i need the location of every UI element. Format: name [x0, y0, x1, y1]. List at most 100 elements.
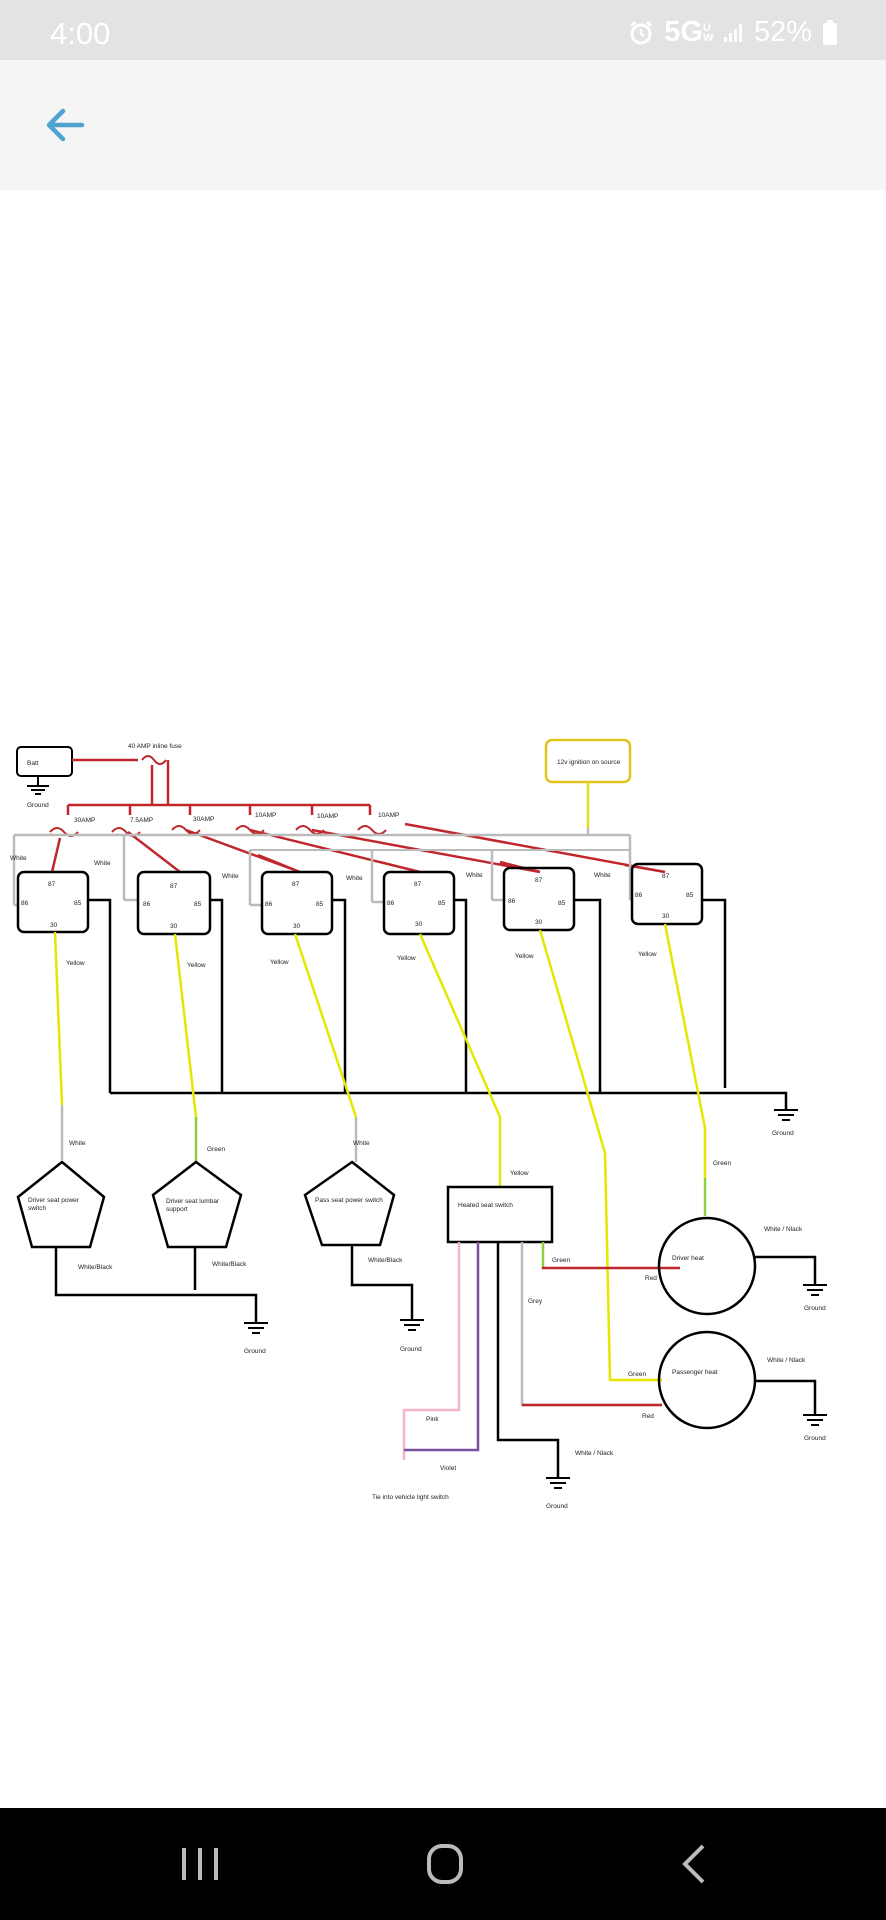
red-label-passenger: Red: [642, 1413, 654, 1420]
svg-text:86: 86: [635, 892, 643, 899]
yellow-label-2: Yellow: [187, 962, 206, 969]
ground-label-switches: Ground: [244, 1348, 266, 1355]
fuse-label-4: 10AMP: [255, 812, 276, 819]
battery-icon: [823, 19, 837, 45]
yellow-label-3: Yellow: [270, 959, 289, 966]
heated-seat-switch: [446, 1185, 554, 1244]
svg-text:87: 87: [414, 881, 422, 888]
white-label-2: White: [94, 860, 111, 867]
green-label-switch: Green: [552, 1257, 570, 1264]
driver-heat: [657, 1216, 757, 1316]
ground-label-pass-switch: Ground: [400, 1346, 422, 1353]
passenger-heat: [657, 1330, 757, 1430]
relay-ground-bus: [110, 1091, 788, 1110]
ground-label-driver-heat: Ground: [804, 1305, 826, 1312]
inline-fuse-label: 40 AMP inline fuse: [128, 743, 182, 750]
wb-label-1: White/Black: [78, 1264, 113, 1271]
back-button[interactable]: [40, 100, 90, 150]
battery-percent: 52%: [753, 16, 812, 48]
network-type: 5GUW: [664, 16, 714, 48]
inline-fuse-symbol: [141, 755, 167, 765]
svg-text:30: 30: [170, 923, 178, 930]
svg-text:Pass seat power switch: Pass seat power switch: [315, 1197, 383, 1204]
svg-text:30: 30: [415, 921, 423, 928]
wn-label-switch: White / Nlack: [575, 1450, 614, 1457]
svg-text:86: 86: [508, 898, 516, 905]
white-label-ps: White: [353, 1140, 370, 1147]
image-viewer: Batt Ground 40 AMP inline fuse 30AMP 7.5…: [0, 190, 886, 1808]
wiring-diagram: Batt Ground 40 AMP inline fuse 30AMP 7.5…: [10, 738, 827, 1510]
yellow-label-switch: Yellow: [510, 1170, 529, 1177]
navigation-bar: [0, 1808, 886, 1920]
wb-label-3: White/Black: [368, 1257, 403, 1264]
fuse-label-3: 30AMP: [193, 816, 214, 823]
status-icons: 5GUW 52%: [628, 16, 838, 49]
yellow-label-4: Yellow: [397, 955, 416, 962]
svg-text:87: 87: [535, 877, 543, 884]
white-label-1: White: [10, 855, 27, 862]
passenger-heat-label: Passenger heat: [672, 1369, 718, 1376]
svg-text:support: support: [166, 1206, 188, 1213]
red-label-driver: Red: [645, 1275, 657, 1282]
white-label-ds: White: [69, 1140, 86, 1147]
svg-text:86: 86: [387, 900, 395, 907]
wb-label-2: White/Black: [212, 1261, 247, 1268]
svg-text:Driver seat lumbar: Driver seat lumbar: [166, 1198, 220, 1205]
ground-label-relays: Ground: [772, 1130, 794, 1137]
white-label-5: White: [466, 872, 483, 879]
driver-seat-power-switch: [16, 1160, 106, 1249]
status-time: 4:00: [50, 16, 111, 51]
svg-text:switch: switch: [28, 1205, 46, 1212]
svg-text:87: 87: [292, 881, 300, 888]
nav-back-button[interactable]: [665, 1836, 725, 1892]
svg-text:87: 87: [662, 873, 670, 880]
yellow-label-1: Yellow: [66, 960, 85, 967]
white-label-6: White: [594, 872, 611, 879]
battery-box: [16, 746, 73, 777]
wn-label-driver: White / Nlack: [764, 1226, 803, 1233]
fuse-label-5: 10AMP: [317, 813, 338, 820]
relay-3: 87 86 85 30: [260, 870, 334, 936]
battery-label: Batt: [27, 760, 39, 767]
white-label-3: White: [222, 873, 239, 880]
recent-apps-icon: [182, 1848, 218, 1880]
fuse-label-6: 10AMP: [378, 812, 399, 819]
driver-heat-label: Driver heat: [672, 1255, 704, 1262]
svg-text:Driver seat power: Driver seat power: [28, 1197, 80, 1204]
svg-text:85: 85: [74, 900, 82, 907]
svg-text:30: 30: [662, 913, 670, 920]
green-label-driver-heat: Green: [713, 1160, 731, 1167]
green-label-lumbar: Green: [207, 1146, 225, 1153]
ground-label: Ground: [27, 802, 49, 809]
recent-apps-button[interactable]: [170, 1836, 230, 1892]
status-bar: 4:00 5GUW 52%: [0, 0, 886, 60]
back-chevron-icon: [682, 1844, 705, 1884]
yellow-label-6: Yellow: [638, 951, 657, 958]
svg-text:87: 87: [170, 883, 178, 890]
yellow-label-5: Yellow: [515, 953, 534, 960]
svg-text:30: 30: [50, 922, 58, 929]
white-label-4: White: [346, 875, 363, 882]
arrow-left-icon: [46, 108, 85, 142]
ground-label-passenger-heat: Ground: [804, 1435, 826, 1442]
driver-seat-lumbar-support: [151, 1160, 243, 1249]
svg-text:85: 85: [316, 901, 324, 908]
svg-text:86: 86: [265, 901, 273, 908]
pink-label: Pink: [426, 1416, 439, 1423]
svg-text:Heated seat switch: Heated seat switch: [458, 1202, 513, 1209]
app-bar: [0, 60, 886, 190]
ground-label-hss: Ground: [546, 1503, 568, 1510]
home-button[interactable]: [415, 1836, 475, 1892]
svg-text:30: 30: [293, 923, 301, 930]
signal-icon: [723, 23, 742, 42]
alarm-icon: [630, 20, 653, 44]
svg-text:86: 86: [21, 900, 29, 907]
svg-text:85: 85: [558, 900, 566, 907]
wn-label-passenger: White / Nlack: [767, 1357, 806, 1364]
tie-into-label: Tie into vehicle light switch: [372, 1494, 449, 1501]
